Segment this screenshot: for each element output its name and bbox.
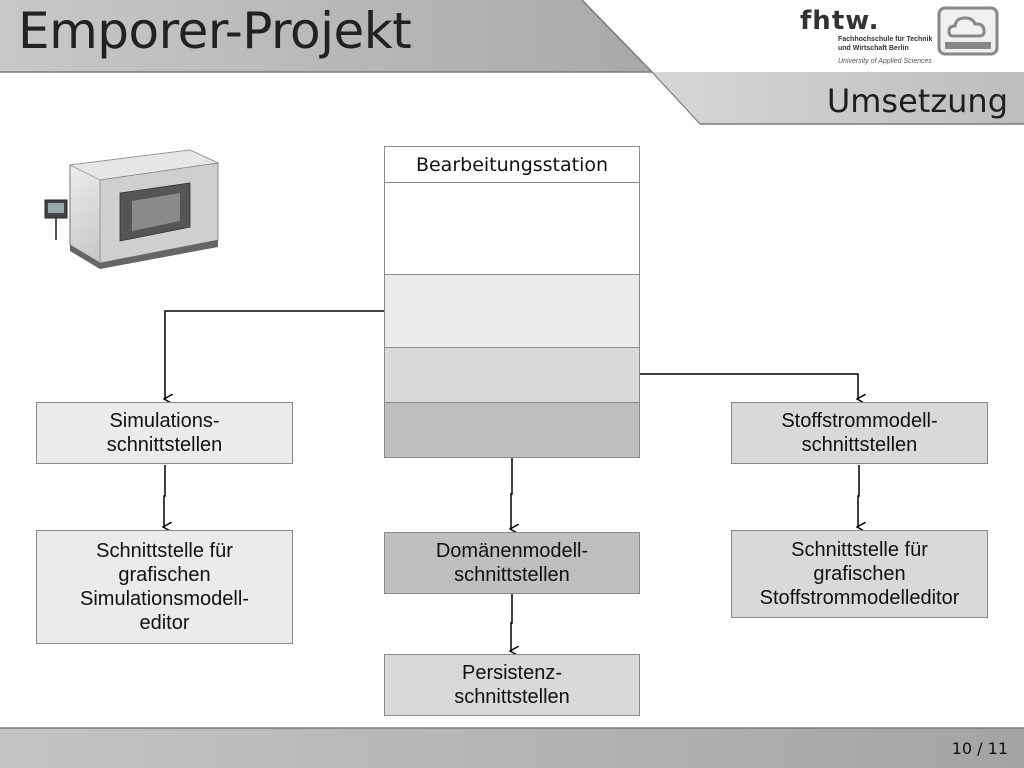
material-flow-interfaces-box: Stoffstrommodell- schnittstellen xyxy=(731,402,988,464)
connector-station-to-simulation xyxy=(165,310,384,399)
logo-line-3: University of Applied Sciences xyxy=(838,58,932,65)
connector-station-to-domain xyxy=(511,458,512,529)
logo-mark: fhtw. xyxy=(800,6,880,36)
station-band-dark xyxy=(384,402,640,458)
cnc-machine-image xyxy=(44,149,220,269)
station-band-mid xyxy=(384,347,640,403)
connector-domain-to-persistence xyxy=(511,594,512,651)
slide-title: Emporer-Projekt xyxy=(18,2,412,60)
persistence-interfaces-box: Persistenz- schnittstellen xyxy=(384,654,640,716)
station-band-light xyxy=(384,274,640,348)
simulation-editor-label: Schnittstelle für grafischen Simulations… xyxy=(80,540,249,634)
simulation-interfaces-box: Simulations- schnittstellen xyxy=(36,402,293,464)
station-band-white xyxy=(384,182,640,275)
persistence-interfaces-label: Persistenz- schnittstellen xyxy=(454,662,570,708)
material-flow-editor-box: Schnittstelle für grafischen Stoffstromm… xyxy=(731,530,988,618)
footer-bar xyxy=(0,727,1024,768)
header-background xyxy=(0,0,1024,125)
fhtw-logo: fhtw. Fachhochschule für Technik und Wir… xyxy=(800,6,933,66)
material-flow-editor-label: Schnittstelle für grafischen Stoffstromm… xyxy=(759,539,960,609)
page-number: 10 / 11 xyxy=(951,739,1008,758)
logo-line-1: Fachhochschule für Technik xyxy=(838,36,933,43)
connector-simulation-to-editor xyxy=(164,465,165,527)
slide-subtitle: Umsetzung xyxy=(826,82,1008,120)
connector-station-to-material-flow xyxy=(640,373,858,399)
simulation-interfaces-label: Simulations- schnittstellen xyxy=(106,410,223,456)
cloud-monitor-icon xyxy=(937,6,999,56)
logo-line-2: und Wirtschaft Berlin xyxy=(838,45,909,52)
domain-interfaces-box: Domänenmodell- schnittstellen xyxy=(384,532,640,594)
station-header: Bearbeitungsstation xyxy=(384,146,640,183)
connector-material-to-editor xyxy=(858,465,859,527)
simulation-editor-box: Schnittstelle für grafischen Simulations… xyxy=(36,530,293,644)
domain-interfaces-label: Domänenmodell- schnittstellen xyxy=(435,540,589,586)
material-flow-interfaces-label: Stoffstrommodell- schnittstellen xyxy=(781,410,938,456)
